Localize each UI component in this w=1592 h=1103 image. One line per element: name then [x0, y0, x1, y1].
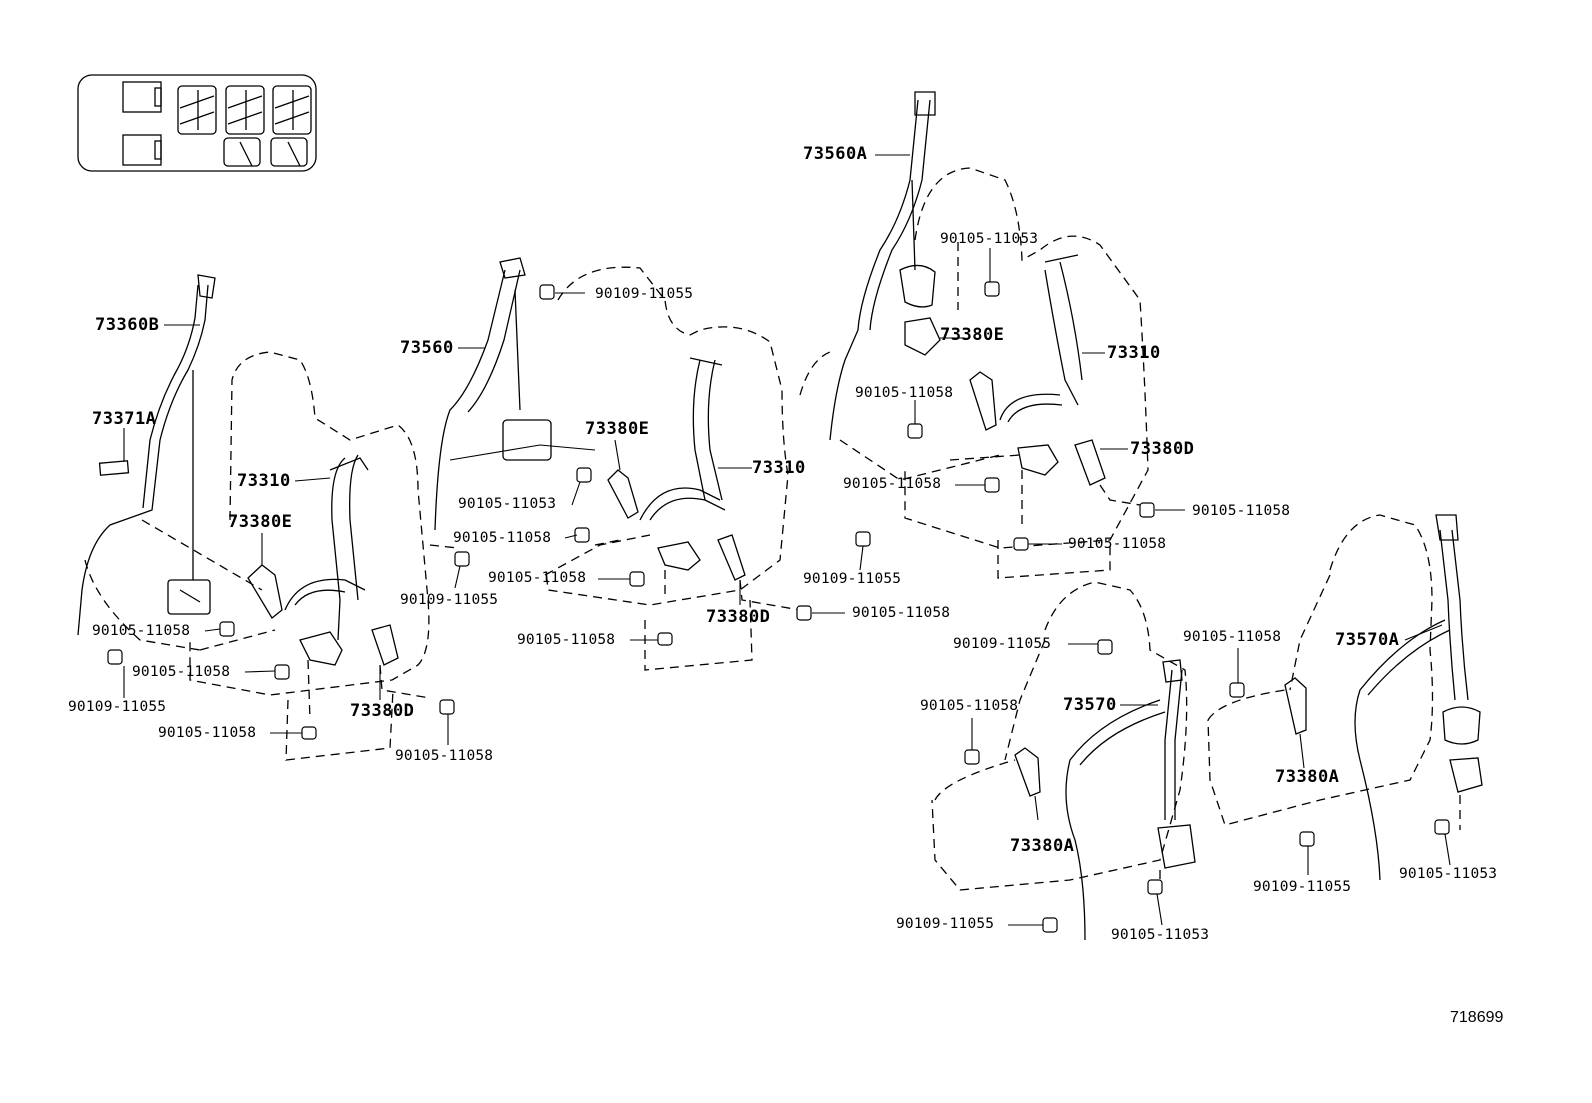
part-label[interactable]: 90105-11058	[920, 698, 1019, 714]
part-label[interactable]: 90105-11058	[1183, 629, 1282, 645]
seat-assembly-bottom-left	[931, 581, 1196, 941]
part-label[interactable]: 90105-11053	[940, 231, 1039, 247]
part-label[interactable]: 90105-11058	[92, 623, 191, 639]
part-label[interactable]: 73380D	[706, 607, 771, 627]
part-label[interactable]: 73360B	[95, 315, 160, 335]
bolt-icon	[439, 699, 455, 715]
bolt-icon	[1434, 819, 1450, 835]
part-label[interactable]: 73380D	[350, 701, 415, 721]
bolt-icon	[1299, 831, 1315, 847]
part-label[interactable]: 73570	[1063, 695, 1117, 715]
seat-assembly-bottom-right	[1207, 514, 1483, 881]
bolt-icon	[1229, 682, 1245, 698]
part-label[interactable]: 90105-11058	[132, 664, 231, 680]
diagram-reference-number: 718699	[1450, 1009, 1504, 1026]
bolt-icon	[984, 281, 1000, 297]
part-label[interactable]: 73560	[400, 338, 454, 358]
part-label[interactable]: 73380A	[1010, 836, 1075, 856]
part-label[interactable]: 73310	[752, 458, 806, 478]
part-label[interactable]: 90105-11058	[158, 725, 257, 741]
part-label[interactable]: 90105-11058	[517, 632, 616, 648]
bolt-icon	[855, 531, 871, 547]
part-label[interactable]: 90105-11058	[453, 530, 552, 546]
bolt-icon	[657, 632, 673, 646]
part-label[interactable]: 90109-11055	[595, 286, 694, 302]
part-label[interactable]: 73570A	[1335, 630, 1400, 650]
part-label[interactable]: 73560A	[803, 144, 868, 164]
bolt-icon	[274, 664, 290, 680]
part-label[interactable]: 90109-11055	[953, 636, 1052, 652]
bolt-icon	[107, 649, 123, 665]
bolt-icon	[1097, 639, 1113, 655]
part-label[interactable]: 90105-11053	[1111, 927, 1210, 943]
bolt-icon	[907, 423, 923, 439]
part-label[interactable]: 90109-11055	[803, 571, 902, 587]
part-label[interactable]: 90109-11055	[400, 592, 499, 608]
bolt-icon	[574, 527, 590, 543]
seat-assembly-center	[429, 257, 801, 671]
bolt-icon	[219, 621, 235, 637]
part-label[interactable]: 73371A	[92, 409, 157, 429]
part-label[interactable]: 90109-11055	[68, 699, 167, 715]
seat-assembly-right-top	[799, 91, 1149, 579]
part-label[interactable]: 73380D	[1130, 439, 1195, 459]
seat-layout-inset	[77, 74, 317, 172]
part-label[interactable]: 73380E	[228, 512, 293, 532]
bolts	[107, 281, 1450, 933]
bolt-icon	[1139, 502, 1155, 518]
part-label[interactable]: 90109-11055	[896, 916, 995, 932]
part-label[interactable]: 90105-11058	[852, 605, 951, 621]
bolt-icon	[1147, 879, 1163, 895]
leader-lines	[123, 154, 1451, 926]
bolt-icon	[539, 284, 555, 300]
part-label[interactable]: 73380A	[1275, 767, 1340, 787]
bolt-icon	[1013, 537, 1029, 551]
part-label[interactable]: 90105-11058	[843, 476, 942, 492]
part-label[interactable]: 73380E	[585, 419, 650, 439]
part-label[interactable]: 90105-11053	[458, 496, 557, 512]
bolt-icon	[629, 571, 645, 587]
part-label[interactable]: 90105-11058	[855, 385, 954, 401]
part-label[interactable]: 90105-11053	[1399, 866, 1498, 882]
bolt-icon	[1042, 917, 1058, 933]
part-label[interactable]: 90105-11058	[1192, 503, 1291, 519]
bolt-icon	[796, 605, 812, 621]
part-label[interactable]: 73310	[1107, 343, 1161, 363]
bolt-icon	[301, 726, 317, 740]
bolt-icon	[964, 749, 980, 765]
part-label[interactable]: 90105-11058	[488, 570, 587, 586]
part-label[interactable]: 90105-11058	[1068, 536, 1167, 552]
bolt-icon	[984, 477, 1000, 493]
seat-assembly-left	[77, 274, 431, 761]
part-label[interactable]: 73380E	[940, 325, 1005, 345]
bolt-icon	[576, 467, 592, 483]
part-label[interactable]: 90109-11055	[1253, 879, 1352, 895]
part-label[interactable]: 73310	[237, 471, 291, 491]
part-label[interactable]: 90105-11058	[395, 748, 494, 764]
bolt-icon	[454, 551, 470, 567]
